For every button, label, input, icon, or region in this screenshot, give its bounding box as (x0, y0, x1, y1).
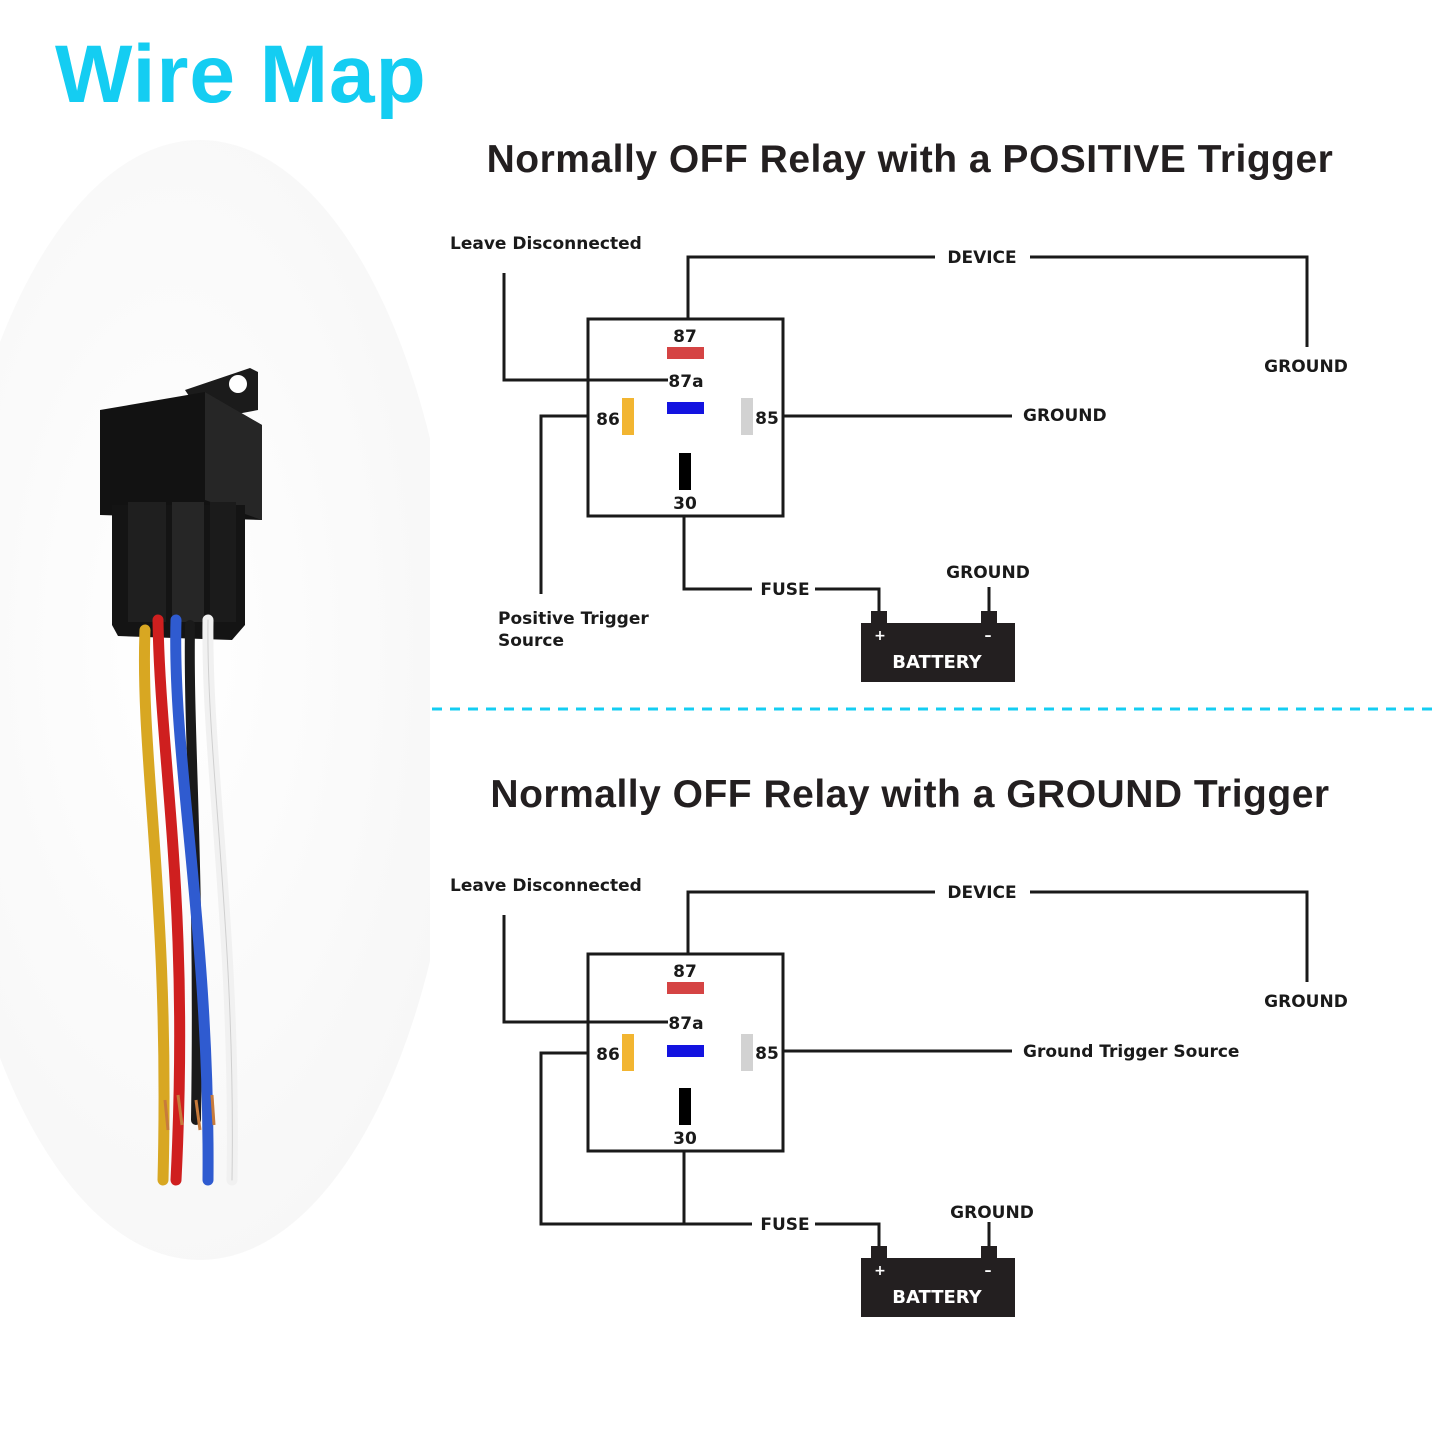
pin86-marker (622, 1034, 634, 1071)
pin87-label: 87 (673, 962, 697, 982)
pin30-label: 30 (673, 494, 697, 514)
battery-label: BATTERY (892, 652, 982, 673)
leave-disconnected-label: Leave Disconnected (450, 876, 642, 896)
positive-pin-markers (622, 347, 753, 490)
ground-trigger-diagram (502, 890, 1309, 1247)
pin85-label: 85 (755, 409, 779, 429)
battery-body (861, 1258, 1015, 1317)
ground-section-title: Normally OFF Relay with a GROUND Trigger (490, 773, 1330, 816)
battery-minus-label: – (985, 628, 992, 644)
ground-pin-markers (622, 982, 753, 1125)
battery-plus-label: + (874, 628, 886, 644)
pin30-marker (679, 453, 691, 490)
pin85-label: 85 (755, 1044, 779, 1064)
fuse-label: FUSE (760, 580, 809, 600)
device-label: DEVICE (947, 248, 1016, 268)
battery-ground-label: GROUND (946, 563, 1030, 583)
pin87a-marker (667, 1045, 704, 1057)
positive-trigger-label-line1: Positive Trigger (498, 609, 649, 629)
battery-plus-label: + (874, 1263, 886, 1279)
ground-battery (861, 1246, 1015, 1317)
battery-minus-label: – (985, 1263, 992, 1279)
leave-disconnected-label: Leave Disconnected (450, 234, 642, 254)
positive-section-title: Normally OFF Relay with a POSITIVE Trigg… (486, 138, 1334, 181)
pin87-marker (667, 982, 704, 994)
pin85-marker (741, 1034, 753, 1071)
pin86-label: 86 (596, 410, 620, 430)
device-label: DEVICE (947, 883, 1016, 903)
pin87a-marker (667, 402, 704, 414)
positive-trigger-label-line2: Source (498, 631, 564, 651)
pin87-marker (667, 347, 704, 359)
relay-harness-photo (0, 130, 460, 1280)
battery-ground-label: GROUND (950, 1203, 1034, 1223)
pin85-marker (741, 398, 753, 435)
ground-trigger-label: Ground Trigger Source (1023, 1042, 1239, 1062)
pin87a-label: 87a (668, 1014, 703, 1034)
positive-trigger-diagram (502, 255, 1309, 612)
fuse-label: FUSE (760, 1215, 809, 1235)
positive-battery (861, 611, 1015, 682)
device-ground-label: GROUND (1264, 992, 1348, 1012)
battery-label: BATTERY (892, 1287, 982, 1308)
pin85-ground-label: GROUND (1023, 406, 1107, 426)
pin86-marker (622, 398, 634, 435)
device-ground-label: GROUND (1264, 357, 1348, 377)
pin87a-label: 87a (668, 372, 703, 392)
pin30-marker (679, 1088, 691, 1125)
pin87-label: 87 (673, 327, 697, 347)
pin86-label: 86 (596, 1045, 620, 1065)
pin30-label: 30 (673, 1129, 697, 1149)
battery-body (861, 623, 1015, 682)
page-title: Wire Map (55, 29, 427, 120)
